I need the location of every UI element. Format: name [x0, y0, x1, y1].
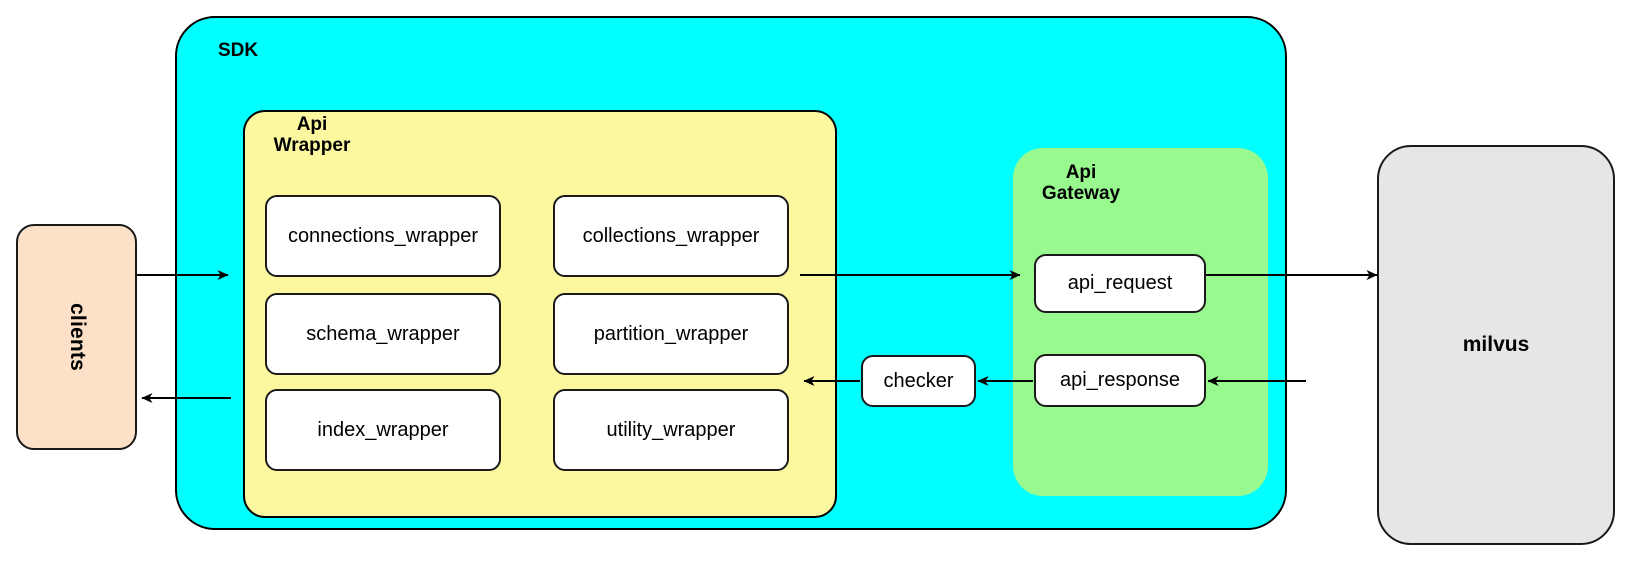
- module-checker[interactable]: checker: [861, 355, 976, 407]
- module-schema-wrapper[interactable]: schema_wrapper: [265, 293, 501, 375]
- clients-label: clients: [65, 303, 89, 371]
- module-utility-wrapper[interactable]: utility_wrapper: [553, 389, 789, 471]
- module-index-wrapper[interactable]: index_wrapper: [265, 389, 501, 471]
- module-connections-wrapper[interactable]: connections_wrapper: [265, 195, 501, 277]
- module-api-request[interactable]: api_request: [1034, 254, 1206, 313]
- module-partition-wrapper[interactable]: partition_wrapper: [553, 293, 789, 375]
- module-collections-wrapper[interactable]: collections_wrapper: [553, 195, 789, 277]
- milvus-node[interactable]: milvus: [1377, 145, 1615, 545]
- clients-node[interactable]: clients: [16, 224, 137, 450]
- milvus-label: milvus: [1462, 333, 1530, 356]
- module-api-response[interactable]: api_response: [1034, 354, 1206, 407]
- api-gateway-container[interactable]: [1013, 148, 1268, 496]
